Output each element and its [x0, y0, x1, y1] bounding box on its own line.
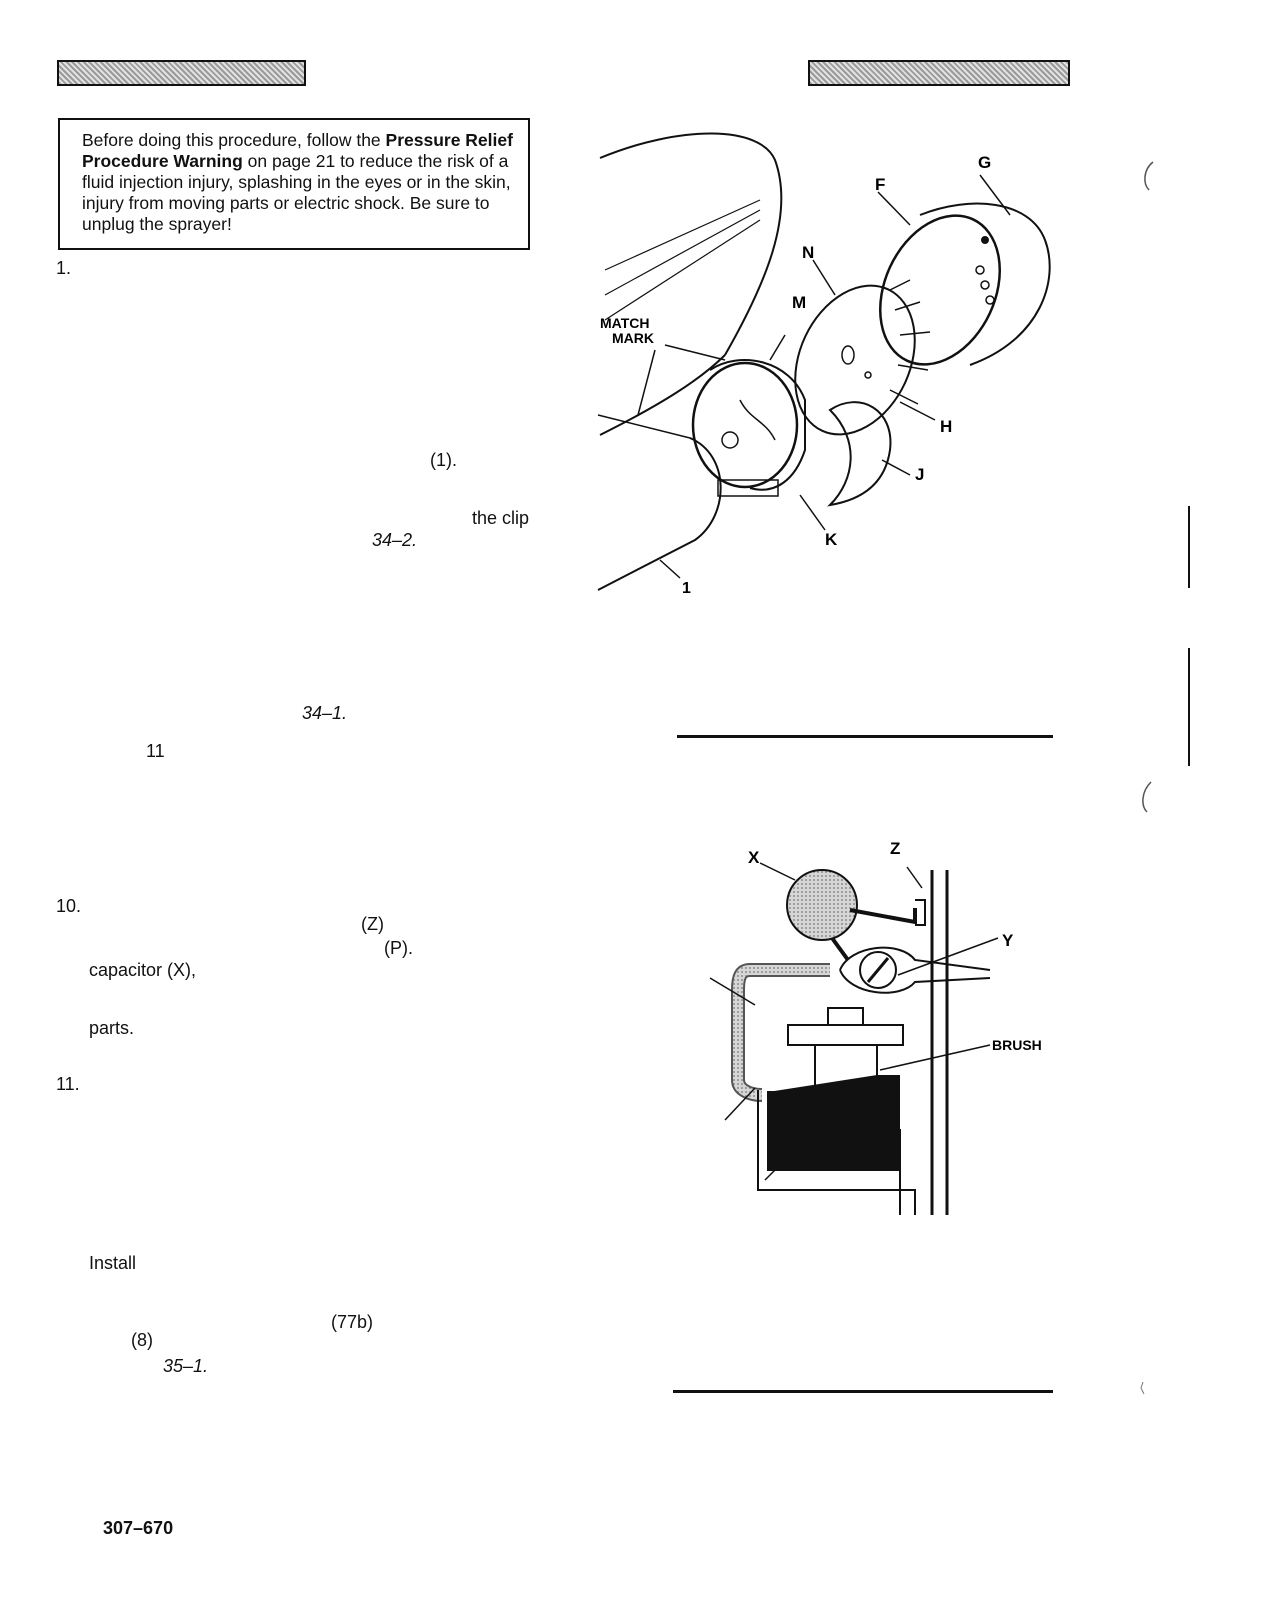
- divider-rule-lower: [673, 1390, 1053, 1393]
- label-n: N: [802, 243, 814, 262]
- end-bell-m: [691, 361, 799, 489]
- fan-cover-f: [878, 214, 1002, 366]
- step-number-11: 11.: [56, 1074, 80, 1094]
- ref-1: (1).: [430, 450, 457, 470]
- warning-text: Before doing this procedure, follow the …: [82, 130, 520, 235]
- guard-j: [827, 401, 892, 507]
- fig-ref-34-2: 34–2.: [372, 530, 418, 550]
- warning-text-end: on page 21 to reduce the risk of a fluid…: [82, 151, 511, 234]
- capacitor-brush-figure: X Z Y BRUSH: [709, 839, 1042, 1215]
- fig-ref-35-1: 35–1.: [163, 1356, 209, 1376]
- warning-box: Before doing this procedure, follow the …: [58, 118, 530, 250]
- label-z: Z: [890, 839, 900, 858]
- label-j: J: [915, 465, 924, 484]
- brush-holder: [787, 1024, 904, 1046]
- label-y: Y: [1002, 931, 1014, 950]
- margin-bar-1: [1188, 506, 1190, 588]
- margin-bar-2: [1188, 648, 1190, 766]
- fig-ref-34-1: 34–1.: [302, 703, 348, 723]
- warning-text-start: Before doing this procedure, follow the: [82, 130, 386, 150]
- label-match-mark-1: MATCH: [600, 315, 650, 331]
- label-g: G: [978, 153, 991, 172]
- ref-8: (8): [131, 1330, 153, 1350]
- label-f: F: [875, 175, 885, 194]
- text-install: Install: [89, 1253, 137, 1273]
- step-number-1: 1.: [56, 258, 72, 278]
- warning-bold-reference: Pressure Relief Procedure Warning: [82, 130, 513, 171]
- capacitor-x: [786, 869, 858, 941]
- label-brush: BRUSH: [992, 1037, 1042, 1053]
- label-h: H: [940, 417, 952, 436]
- label-k: K: [825, 530, 838, 549]
- label-1: 1: [682, 580, 691, 597]
- label-x: X: [748, 848, 760, 867]
- step-number-10: 10.: [56, 896, 82, 916]
- ref-77b: (77b): [331, 1312, 374, 1332]
- header-bar-left: [57, 60, 306, 86]
- motor-body-lower: [597, 437, 722, 591]
- header-bar-right: [808, 60, 1070, 86]
- fan-n: [794, 284, 916, 436]
- text-the-clip: the clip: [472, 508, 530, 528]
- divider-rule-upper: [677, 735, 1053, 738]
- margin-marks: [1140, 150, 1158, 1395]
- text-capacitor-x: capacitor (X),: [89, 960, 197, 980]
- label-m: M: [792, 293, 806, 312]
- document-number: 307–670: [103, 1518, 174, 1538]
- motor-housing-outline: [599, 132, 783, 356]
- label-match-mark-2: MARK: [612, 330, 654, 346]
- ref-p: (P).: [384, 938, 413, 958]
- terminal-y: [839, 946, 991, 994]
- motor-fan-assembly-figure: G F N M MATCH MARK H J K 1: [597, 132, 1051, 597]
- ref-z: (Z): [361, 914, 384, 934]
- ref-11: 11: [146, 741, 165, 761]
- text-parts: parts.: [89, 1018, 135, 1038]
